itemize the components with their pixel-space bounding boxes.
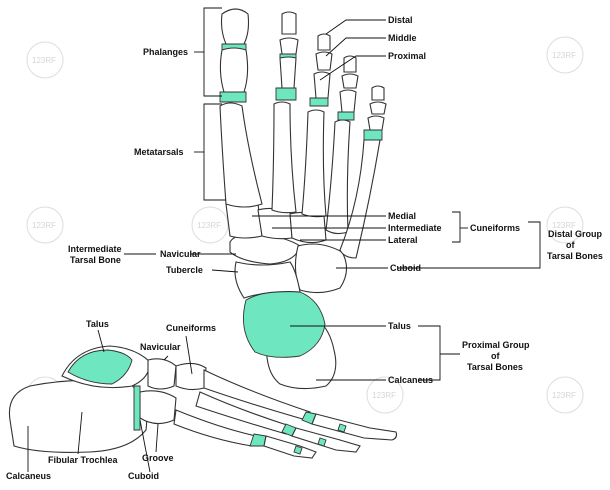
label-intermediate: Intermediate [388,223,442,233]
big-toe-proximal-phalanx [219,47,249,93]
label-proximal-group-1: Proximal Group [462,340,530,350]
metatarsal-2 [271,101,297,214]
big-toe-distal-phalanx [220,8,250,45]
metatarsal-4 [325,119,351,235]
midfoot-bone [234,261,301,299]
label-middle: Middle [388,33,417,43]
label-distal-group-2: of [566,240,575,250]
watermark: 123RF [191,206,229,244]
label-navicular-top: Navicular [160,249,201,259]
label-navicular-side: Navicular [140,342,181,352]
leader-lines [27,7,541,473]
label-calcaneus-side: Calcaneus [6,471,51,481]
watermark: 123RF [546,376,584,414]
svg-text:123RF: 123RF [372,391,396,400]
toe-side-joint-b [317,437,327,447]
label-cuneiforms-side: Cuneiforms [166,323,216,333]
label-medial: Medial [388,211,416,221]
calcaneus-side-bone [8,379,148,453]
label-tubercle: Tubercle [166,265,203,275]
toe-side-1 [311,413,398,441]
label-proximal-group-3: Tarsal Bones [467,362,523,372]
talus-bone [243,290,326,358]
label-proximal-group-2: of [491,351,500,361]
label-cuboid-side: Cuboid [128,471,159,481]
svg-text:123RF: 123RF [32,56,56,65]
toe-side-joint-c [293,445,303,455]
toe-side-joint-a [337,423,347,433]
label-talus-side: Talus [86,319,109,329]
watermark: 123RF [26,41,64,79]
svg-text:123RF: 123RF [552,221,576,230]
label-groove: Groove [142,453,174,463]
navicular-side-bone [147,358,177,390]
cuboid-side-highlight [133,385,141,431]
labels: Phalanges Metatarsals Distal Middle Prox… [6,15,603,481]
svg-text:123RF: 123RF [552,391,576,400]
label-distal-group-1: Distal Group [548,229,603,239]
label-proximal: Proximal [388,51,426,61]
label-intermediate-tarsal-2: Tarsal Bone [70,255,121,265]
cuboid-side-bone [139,390,177,425]
svg-text:123RF: 123RF [32,221,56,230]
label-intermediate-tarsal-1: Intermediate [68,244,122,254]
label-phalanges: Phalanges [143,47,188,57]
toe2-joint-2 [275,87,297,101]
label-cuboid-top: Cuboid [390,263,421,273]
svg-text:123RF: 123RF [552,51,576,60]
metatarsal-1 [219,102,263,208]
toe2-distal-phalanx [281,11,297,35]
toe4-proximal-phalanx [339,89,357,113]
toe3-joint [309,97,329,107]
label-distal-group-3: Tarsal Bones [547,251,603,261]
label-cuneiforms-top: Cuneiforms [470,223,520,233]
foot-lateral-view [8,345,398,459]
toe5-proximal-phalanx [367,115,385,131]
toe3-proximal-phalanx [313,71,331,99]
toe2-proximal-phalanx [279,56,297,89]
toe4-middle-phalanx [341,73,359,89]
toe5-distal-phalanx [371,85,385,101]
watermark: 123RF [26,206,64,244]
big-toe-joint-2 [219,91,247,103]
metatarsal-3 [301,109,327,218]
watermark: 123RF [546,206,584,244]
toe-side-3 [263,435,317,459]
toe2-middle-phalanx [279,37,299,55]
watermark: 123RF [546,36,584,74]
label-lateral: Lateral [388,235,418,245]
toe4-joint [337,111,355,121]
label-fibular-trochlea: Fibular Trochlea [48,455,119,465]
toe5-joint [363,129,383,141]
toe4-distal-phalanx [343,55,357,73]
toe5-middle-phalanx [369,101,387,115]
watermark: 123RF [366,376,404,414]
label-distal: Distal [388,15,413,25]
toe3-distal-phalanx [317,33,331,51]
label-metatarsals: Metatarsals [134,147,184,157]
talus-side-highlight [67,349,133,385]
toe3-middle-phalanx [315,51,333,71]
label-talus-top: Talus [388,321,411,331]
label-calcaneus-top: Calcaneus [388,375,433,385]
foot-dorsal-view [219,8,387,390]
svg-text:123RF: 123RF [197,221,221,230]
